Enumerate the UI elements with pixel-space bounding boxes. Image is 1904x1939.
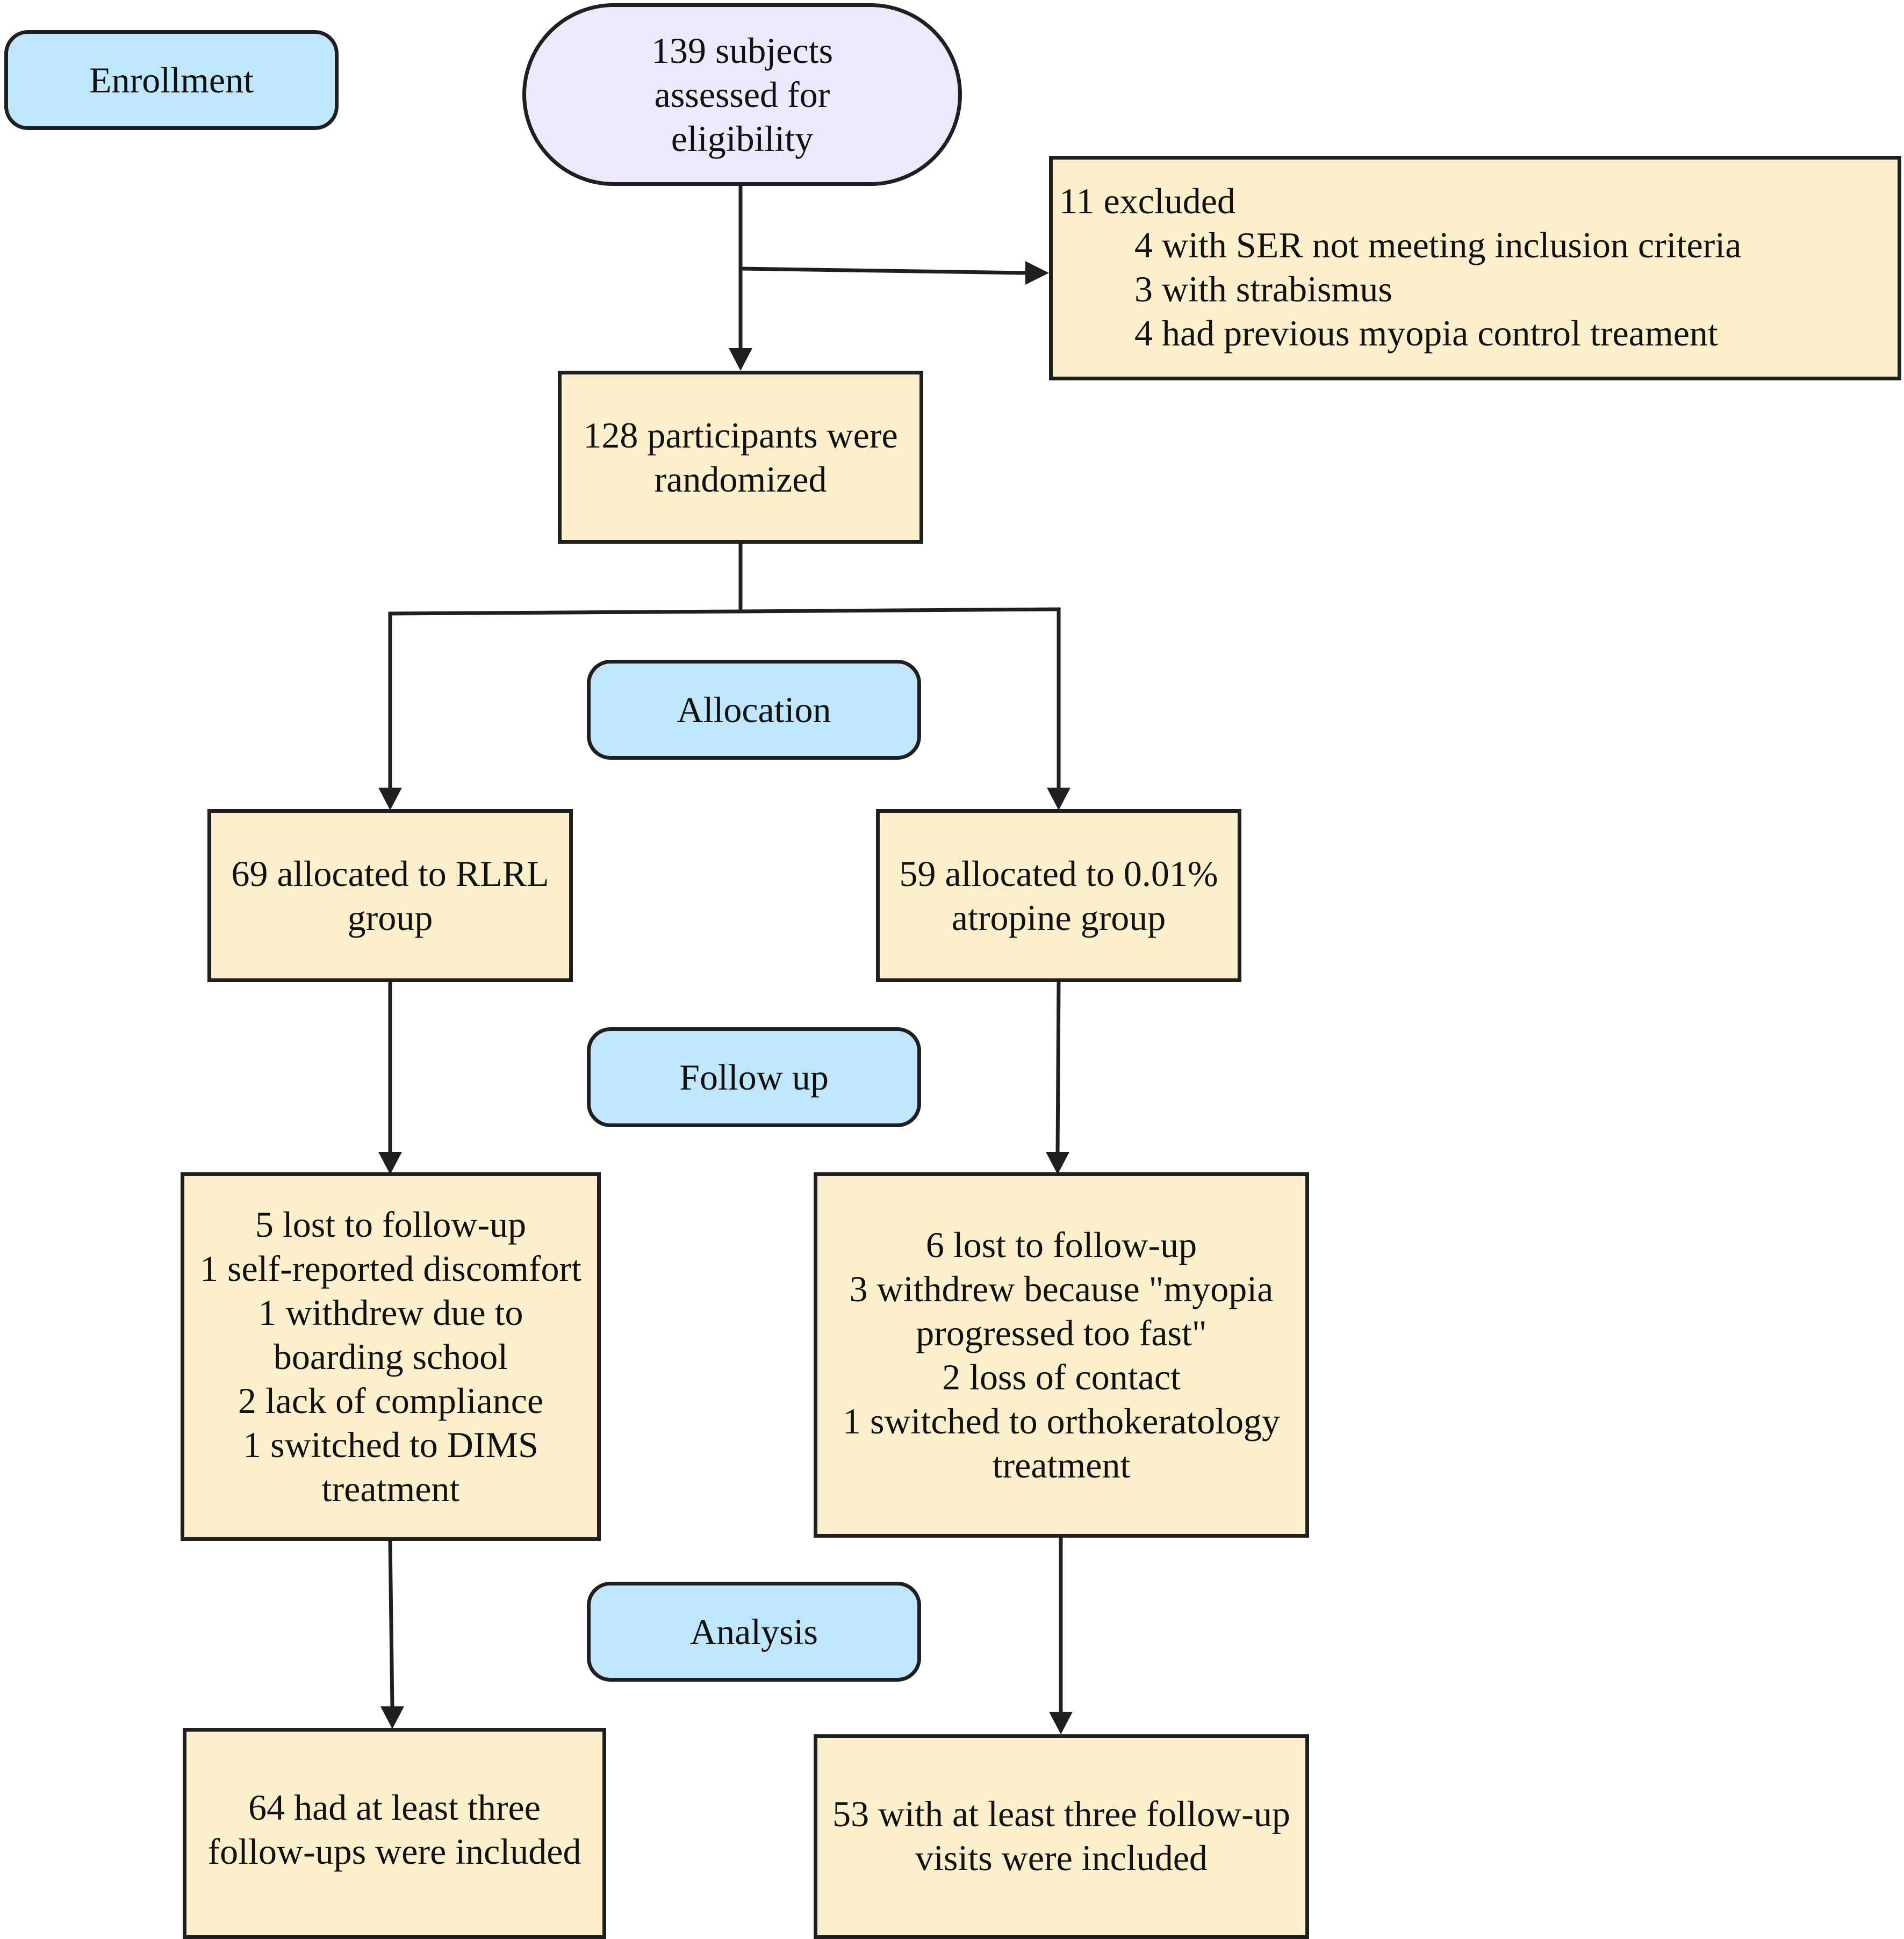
arrowhead-excluded — [1025, 261, 1049, 285]
atropine-allocated-box: 59 allocated to 0.01% atropine group — [876, 809, 1241, 982]
atropine-lost-line: treatment — [992, 1445, 1131, 1486]
connector-atropine-to-lost — [1055, 982, 1061, 1155]
rlrl-lost-line: 1 self-reported discomfort — [200, 1248, 581, 1289]
atropine-analysis-box: 53 with at least three follow-up visits … — [814, 1734, 1309, 1939]
assessed-line: assessed for — [654, 74, 830, 115]
rlrl-lost-box: 5 lost to follow-up 1 self-reported disc… — [181, 1172, 601, 1541]
atropine-analysis-line: 53 with at least three follow-up — [832, 1793, 1290, 1834]
stage-analysis-label: Analysis — [690, 1611, 818, 1652]
assessed-line: eligibility — [671, 118, 814, 159]
atropine-lost-line: 6 lost to follow-up — [925, 1224, 1197, 1265]
connector-to-rlrl — [388, 609, 741, 790]
excluded-reason: 3 with strabismus — [1134, 269, 1392, 309]
arrowhead-randomized — [729, 348, 752, 371]
rlrl-lost-line: 1 withdrew due to — [258, 1292, 523, 1333]
rlrl-lost-line: treatment — [321, 1468, 460, 1509]
rlrl-allocated-box: 69 allocated to RLRL group — [207, 809, 573, 982]
rlrl-lost-line: 2 lack of compliance — [238, 1380, 544, 1421]
stage-allocation: Allocation — [587, 660, 921, 760]
arrowhead-rlrl — [378, 788, 402, 810]
stage-enrollment-label: Enrollment — [89, 59, 254, 100]
assessed-line: 139 subjects — [651, 30, 834, 71]
rlrl-allocated-line: 69 allocated to RLRL — [231, 853, 549, 894]
stage-follow-up: Follow up — [587, 1027, 921, 1127]
arrowhead-rlrl-analysis — [380, 1706, 404, 1729]
rlrl-lost-line: 1 switched to DIMS — [243, 1424, 538, 1465]
arrowhead-atropine-lost — [1046, 1152, 1069, 1174]
assessed-node: 139 subjects assessed for eligibility — [522, 3, 962, 186]
excluded-reason: 4 had previous myopia control treament — [1134, 313, 1718, 354]
atropine-allocated-line: 59 allocated to 0.01% — [899, 853, 1218, 894]
atropine-lost-line: progressed too fast" — [916, 1313, 1207, 1353]
stage-allocation-label: Allocation — [677, 689, 831, 730]
arrowhead-rlrl-lost — [378, 1152, 402, 1174]
rlrl-analysis-box: 64 had at least three follow-ups were in… — [183, 1728, 606, 1939]
stage-enrollment: Enrollment — [4, 30, 339, 130]
rlrl-lost-line: 5 lost to follow-up — [255, 1204, 527, 1245]
arrowhead-atropine-analysis — [1049, 1712, 1073, 1734]
arrowhead-atropine — [1047, 788, 1070, 810]
connector-to-excluded — [740, 266, 1027, 275]
rlrl-lost-line: boarding school — [273, 1336, 508, 1377]
excluded-reason: 4 with SER not meeting inclusion criteri… — [1134, 225, 1742, 265]
randomized-line: randomized — [654, 459, 827, 500]
rlrl-analysis-line: follow-ups were included — [207, 1831, 581, 1872]
atropine-lost-line: 3 withdrew because "myopia — [849, 1268, 1274, 1309]
atropine-analysis-line: visits were included — [915, 1837, 1208, 1878]
rlrl-analysis-line: 64 had at least three — [248, 1787, 541, 1828]
atropine-lost-box: 6 lost to follow-up 3 withdrew because "… — [814, 1172, 1309, 1538]
stage-analysis: Analysis — [587, 1582, 921, 1682]
atropine-lost-line: 1 switched to orthokeratology — [843, 1401, 1280, 1441]
randomized-box: 128 participants were randomized — [558, 371, 923, 544]
rlrl-allocated-line: group — [347, 897, 433, 938]
excluded-box: 11 excluded 4 with SER not meeting inclu… — [1049, 156, 1901, 380]
atropine-allocated-line: atropine group — [951, 897, 1166, 938]
atropine-lost-line: 2 loss of contact — [942, 1357, 1181, 1397]
excluded-title: 11 excluded — [1059, 181, 1235, 221]
randomized-line: 128 participants were — [583, 415, 898, 456]
connector-rlrl-lost-to-analysis — [388, 1540, 394, 1709]
connector-to-atropine — [740, 607, 1061, 790]
stage-follow-up-label: Follow up — [679, 1056, 829, 1098]
